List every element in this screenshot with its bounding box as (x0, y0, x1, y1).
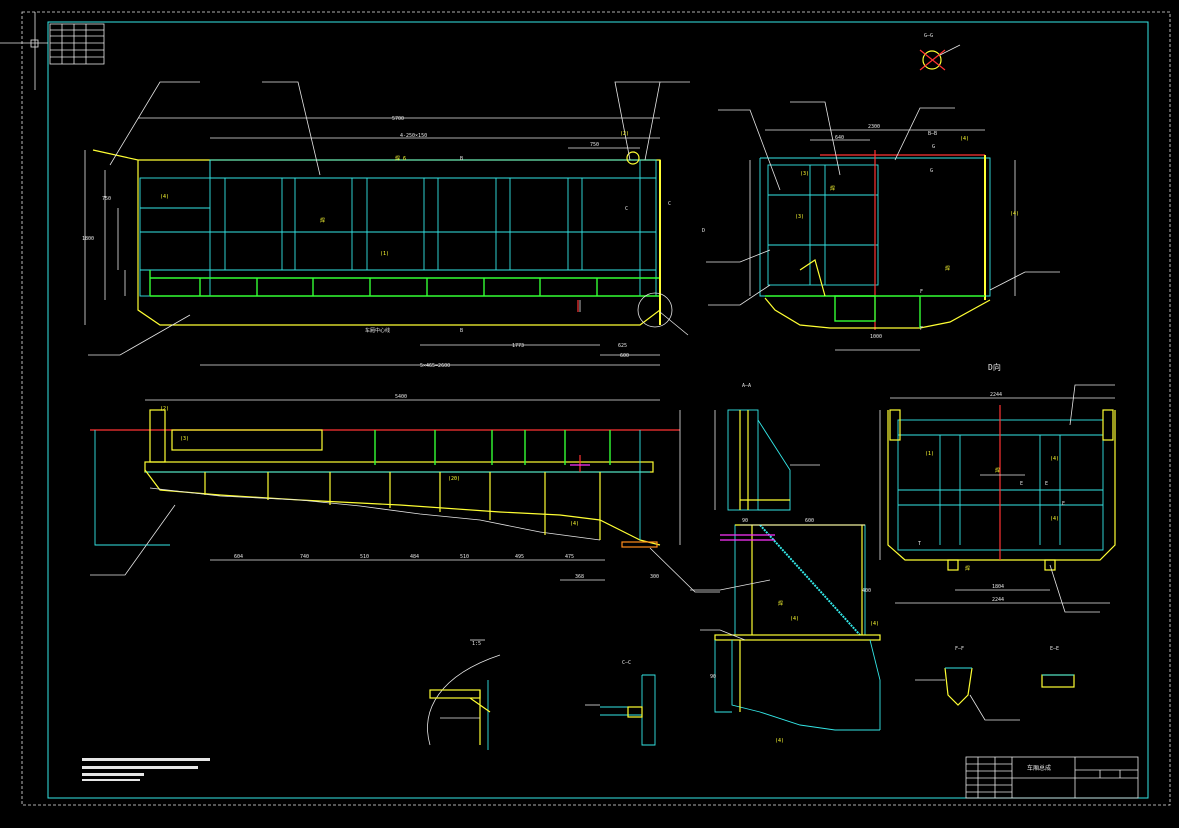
sheet-border (0, 11, 1171, 806)
svg-text:625: 625 (618, 343, 627, 349)
label-view-d: D向 (988, 362, 1001, 372)
svg-text:750: 750 (590, 142, 599, 148)
svg-text:B: B (460, 328, 463, 334)
svg-text:2300: 2300 (868, 124, 880, 130)
technical-notes (82, 758, 210, 781)
svg-text:740: 740 (300, 554, 309, 560)
view-d: D向 2244 1804 2244 E E E T (879, 362, 1116, 613)
svg-text:750: 750 (102, 196, 111, 202)
drawing-title: 车厢总成 (1027, 764, 1051, 772)
svg-text:焊: 焊 (995, 467, 1000, 474)
svg-text:焊: 焊 (778, 600, 783, 607)
svg-text:300: 300 (650, 574, 659, 580)
svg-text:(4): (4) (870, 621, 879, 627)
svg-text:焊: 焊 (320, 217, 325, 224)
label-cc: C—C (622, 660, 631, 666)
svg-text:510: 510 (460, 554, 469, 560)
svg-text:(3): (3) (800, 171, 809, 177)
svg-text:510: 510 (360, 554, 369, 560)
svg-text:90: 90 (742, 518, 748, 524)
svg-text:(3): (3) (795, 214, 804, 220)
svg-text:4-250×150: 4-250×150 (400, 133, 427, 139)
svg-text:焊 6: 焊 6 (395, 155, 406, 162)
svg-text:1000: 1000 (870, 334, 882, 340)
svg-text:(20): (20) (448, 476, 460, 482)
svg-text:(4): (4) (570, 521, 579, 527)
label-ff: F—F (955, 646, 964, 652)
svg-text:G: G (930, 168, 933, 174)
section-aa: A—A (714, 383, 820, 511)
svg-text:(4): (4) (790, 616, 799, 622)
svg-text:640: 640 (835, 135, 844, 141)
section-ff: F—F (915, 646, 1020, 721)
section-gg: G—G (919, 33, 961, 71)
label-ee: E—E (1050, 646, 1059, 652)
svg-text:(3): (3) (180, 436, 189, 442)
svg-text:(4): (4) (160, 194, 169, 200)
svg-text:(1): (1) (380, 251, 389, 257)
svg-text:1:5: 1:5 (472, 641, 481, 647)
svg-text:T: T (918, 541, 921, 547)
svg-text:5700: 5700 (392, 116, 404, 122)
svg-text:车厢中心线: 车厢中心线 (365, 327, 390, 334)
svg-text:焊: 焊 (830, 185, 835, 192)
detail-i: 1:5 (427, 639, 501, 750)
svg-text:368: 368 (575, 574, 584, 580)
svg-text:(4): (4) (1010, 211, 1019, 217)
svg-text:D: D (702, 228, 705, 234)
svg-text:E: E (1045, 481, 1048, 487)
svg-text:B—B: B—B (928, 131, 937, 137)
svg-text:1800: 1800 (82, 236, 94, 242)
svg-text:(2): (2) (620, 131, 629, 137)
svg-text:90: 90 (710, 674, 716, 680)
svg-text:1804: 1804 (992, 584, 1004, 590)
svg-text:(2): (2) (160, 406, 169, 412)
svg-text:(4): (4) (1050, 516, 1059, 522)
svg-text:5×465=2600: 5×465=2600 (420, 363, 450, 369)
revision-table (49, 23, 105, 65)
section-cc: C—C (585, 660, 656, 746)
main-side-elevation: 焊 6 (4) 焊 (1) (2) 5700 4-250×150 750 177… (82, 81, 705, 369)
svg-text:604: 604 (234, 554, 243, 560)
svg-text:E: E (1020, 481, 1023, 487)
svg-text:(4): (4) (960, 136, 969, 142)
title-block: 车厢总成 (965, 756, 1139, 799)
svg-text:1773: 1773 (512, 343, 524, 349)
svg-text:(1): (1) (925, 451, 934, 457)
label-aa: A—A (742, 383, 751, 389)
svg-text:焊: 焊 (945, 265, 950, 272)
svg-text:400: 400 (862, 588, 871, 594)
svg-text:600: 600 (805, 518, 814, 524)
svg-text:475: 475 (565, 554, 574, 560)
brace-detail: 90 600 400 90 焊 (4) (4) (4) (690, 518, 881, 744)
svg-text:5400: 5400 (395, 394, 407, 400)
lower-elevation: 5400 604 740 510 484 510 495 475 368 300… (90, 394, 720, 593)
svg-text:E: E (1062, 501, 1065, 507)
section-bb: 2300 640 1000 B—B G G F F (3) 焊 (3) 焊 (4… (706, 101, 1060, 351)
label-gg: G—G (924, 33, 933, 39)
svg-text:C: C (625, 206, 628, 212)
svg-text:495: 495 (515, 554, 524, 560)
svg-text:F: F (920, 289, 923, 295)
svg-text:600: 600 (620, 353, 629, 359)
section-ee: E—E (1041, 646, 1075, 688)
svg-text:B: B (460, 156, 463, 162)
svg-text:C: C (668, 201, 671, 207)
svg-text:(4): (4) (775, 738, 784, 744)
svg-text:2244: 2244 (990, 392, 1002, 398)
svg-text:F: F (920, 326, 923, 332)
svg-text:2244: 2244 (992, 597, 1004, 603)
svg-text:焊: 焊 (965, 565, 970, 572)
svg-text:(4): (4) (1050, 456, 1059, 462)
svg-text:G: G (932, 144, 935, 150)
svg-text:484: 484 (410, 554, 419, 560)
